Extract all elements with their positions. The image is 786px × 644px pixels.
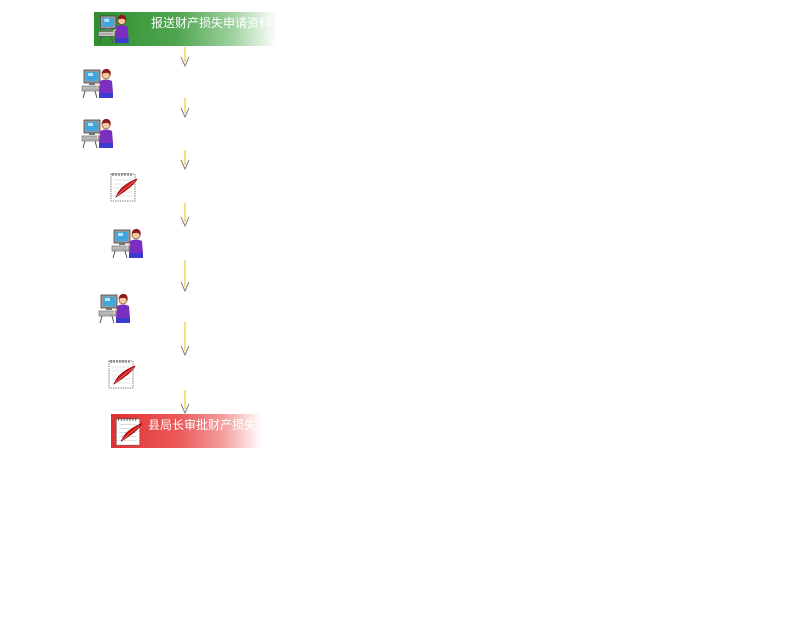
flow-arrow — [180, 47, 190, 67]
flow-arrow — [180, 390, 190, 414]
computer-user-icon — [80, 117, 116, 151]
computer-user-icon — [110, 227, 146, 261]
flow-arrow — [180, 98, 190, 118]
computer-user-icon — [80, 67, 116, 101]
flow-arrow — [180, 322, 190, 356]
end-step-banner: 县局长审批财产损失 — [111, 414, 262, 448]
start-step-label: 报送财产损失申请资料 — [151, 16, 272, 30]
flow-arrow — [180, 203, 190, 227]
computer-user-icon — [97, 292, 133, 326]
notepad-quill-icon — [105, 357, 139, 391]
flow-arrow — [180, 150, 190, 170]
notepad-quill-icon — [106, 170, 142, 204]
notepad-quill-icon — [111, 415, 147, 448]
computer-user-icon — [96, 13, 132, 46]
start-step-banner: 报送财产损失申请资料 — [94, 12, 277, 46]
end-step-label: 县局长审批财产损失 — [148, 418, 257, 432]
flow-arrow — [180, 260, 190, 292]
